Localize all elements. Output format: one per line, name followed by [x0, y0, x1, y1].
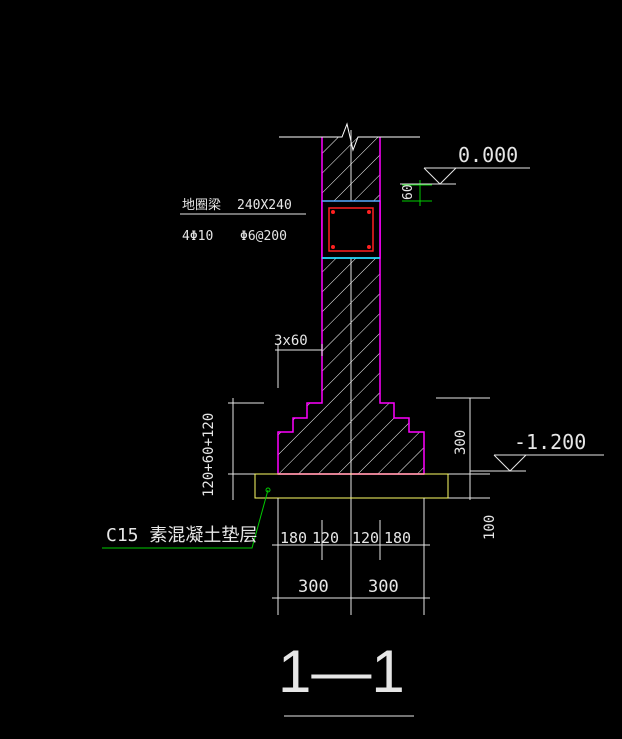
elevation-top: 0.000 — [400, 143, 530, 185]
section-title-label: 1—1 — [278, 638, 405, 705]
beam-label: 地圈梁 — [182, 198, 221, 213]
beam-size: 240X240 — [237, 198, 292, 213]
step-height-total-label: 300 — [453, 430, 469, 455]
bedding-thickness-label: 100 — [482, 515, 498, 540]
ring-beam — [321, 200, 381, 259]
beam-offset-dimension: 60 — [401, 180, 432, 206]
elevation-bottom-label: -1.200 — [514, 430, 586, 454]
break-line — [279, 122, 420, 152]
step-dim-label: 3x60 — [274, 333, 308, 349]
bedding-leader: C15 素混凝土垫层 — [102, 487, 271, 549]
elevation-bottom: -1.200 — [470, 430, 604, 472]
half-width-left: 300 — [298, 577, 329, 597]
beam-stirrup: Φ6@200 — [240, 229, 287, 244]
beam-annotation: 地圈梁 240X240 4Φ10 Φ6@200 — [180, 198, 306, 244]
beam-main-rebar: 4Φ10 — [182, 229, 213, 244]
bedding-label: C15 素混凝土垫层 — [106, 525, 257, 546]
section-title: 1—1 — [278, 638, 414, 717]
base-width-2: 120 — [312, 529, 339, 547]
elevation-top-label: 0.000 — [458, 143, 518, 167]
base-width-1: 180 — [280, 529, 307, 547]
base-width-4: 180 — [384, 529, 411, 547]
half-width-right: 300 — [368, 577, 399, 597]
base-width-dimensions: 180 120 120 180 300 300 — [272, 498, 430, 615]
step-dimension: 3x60 — [274, 333, 323, 388]
bedding-layer — [254, 473, 449, 499]
right-height-dimension: 300 100 — [424, 397, 498, 540]
base-width-3: 120 — [352, 529, 379, 547]
beam-offset-label: 60 — [401, 184, 416, 200]
step-height-label: 120+60+120 — [201, 413, 217, 497]
